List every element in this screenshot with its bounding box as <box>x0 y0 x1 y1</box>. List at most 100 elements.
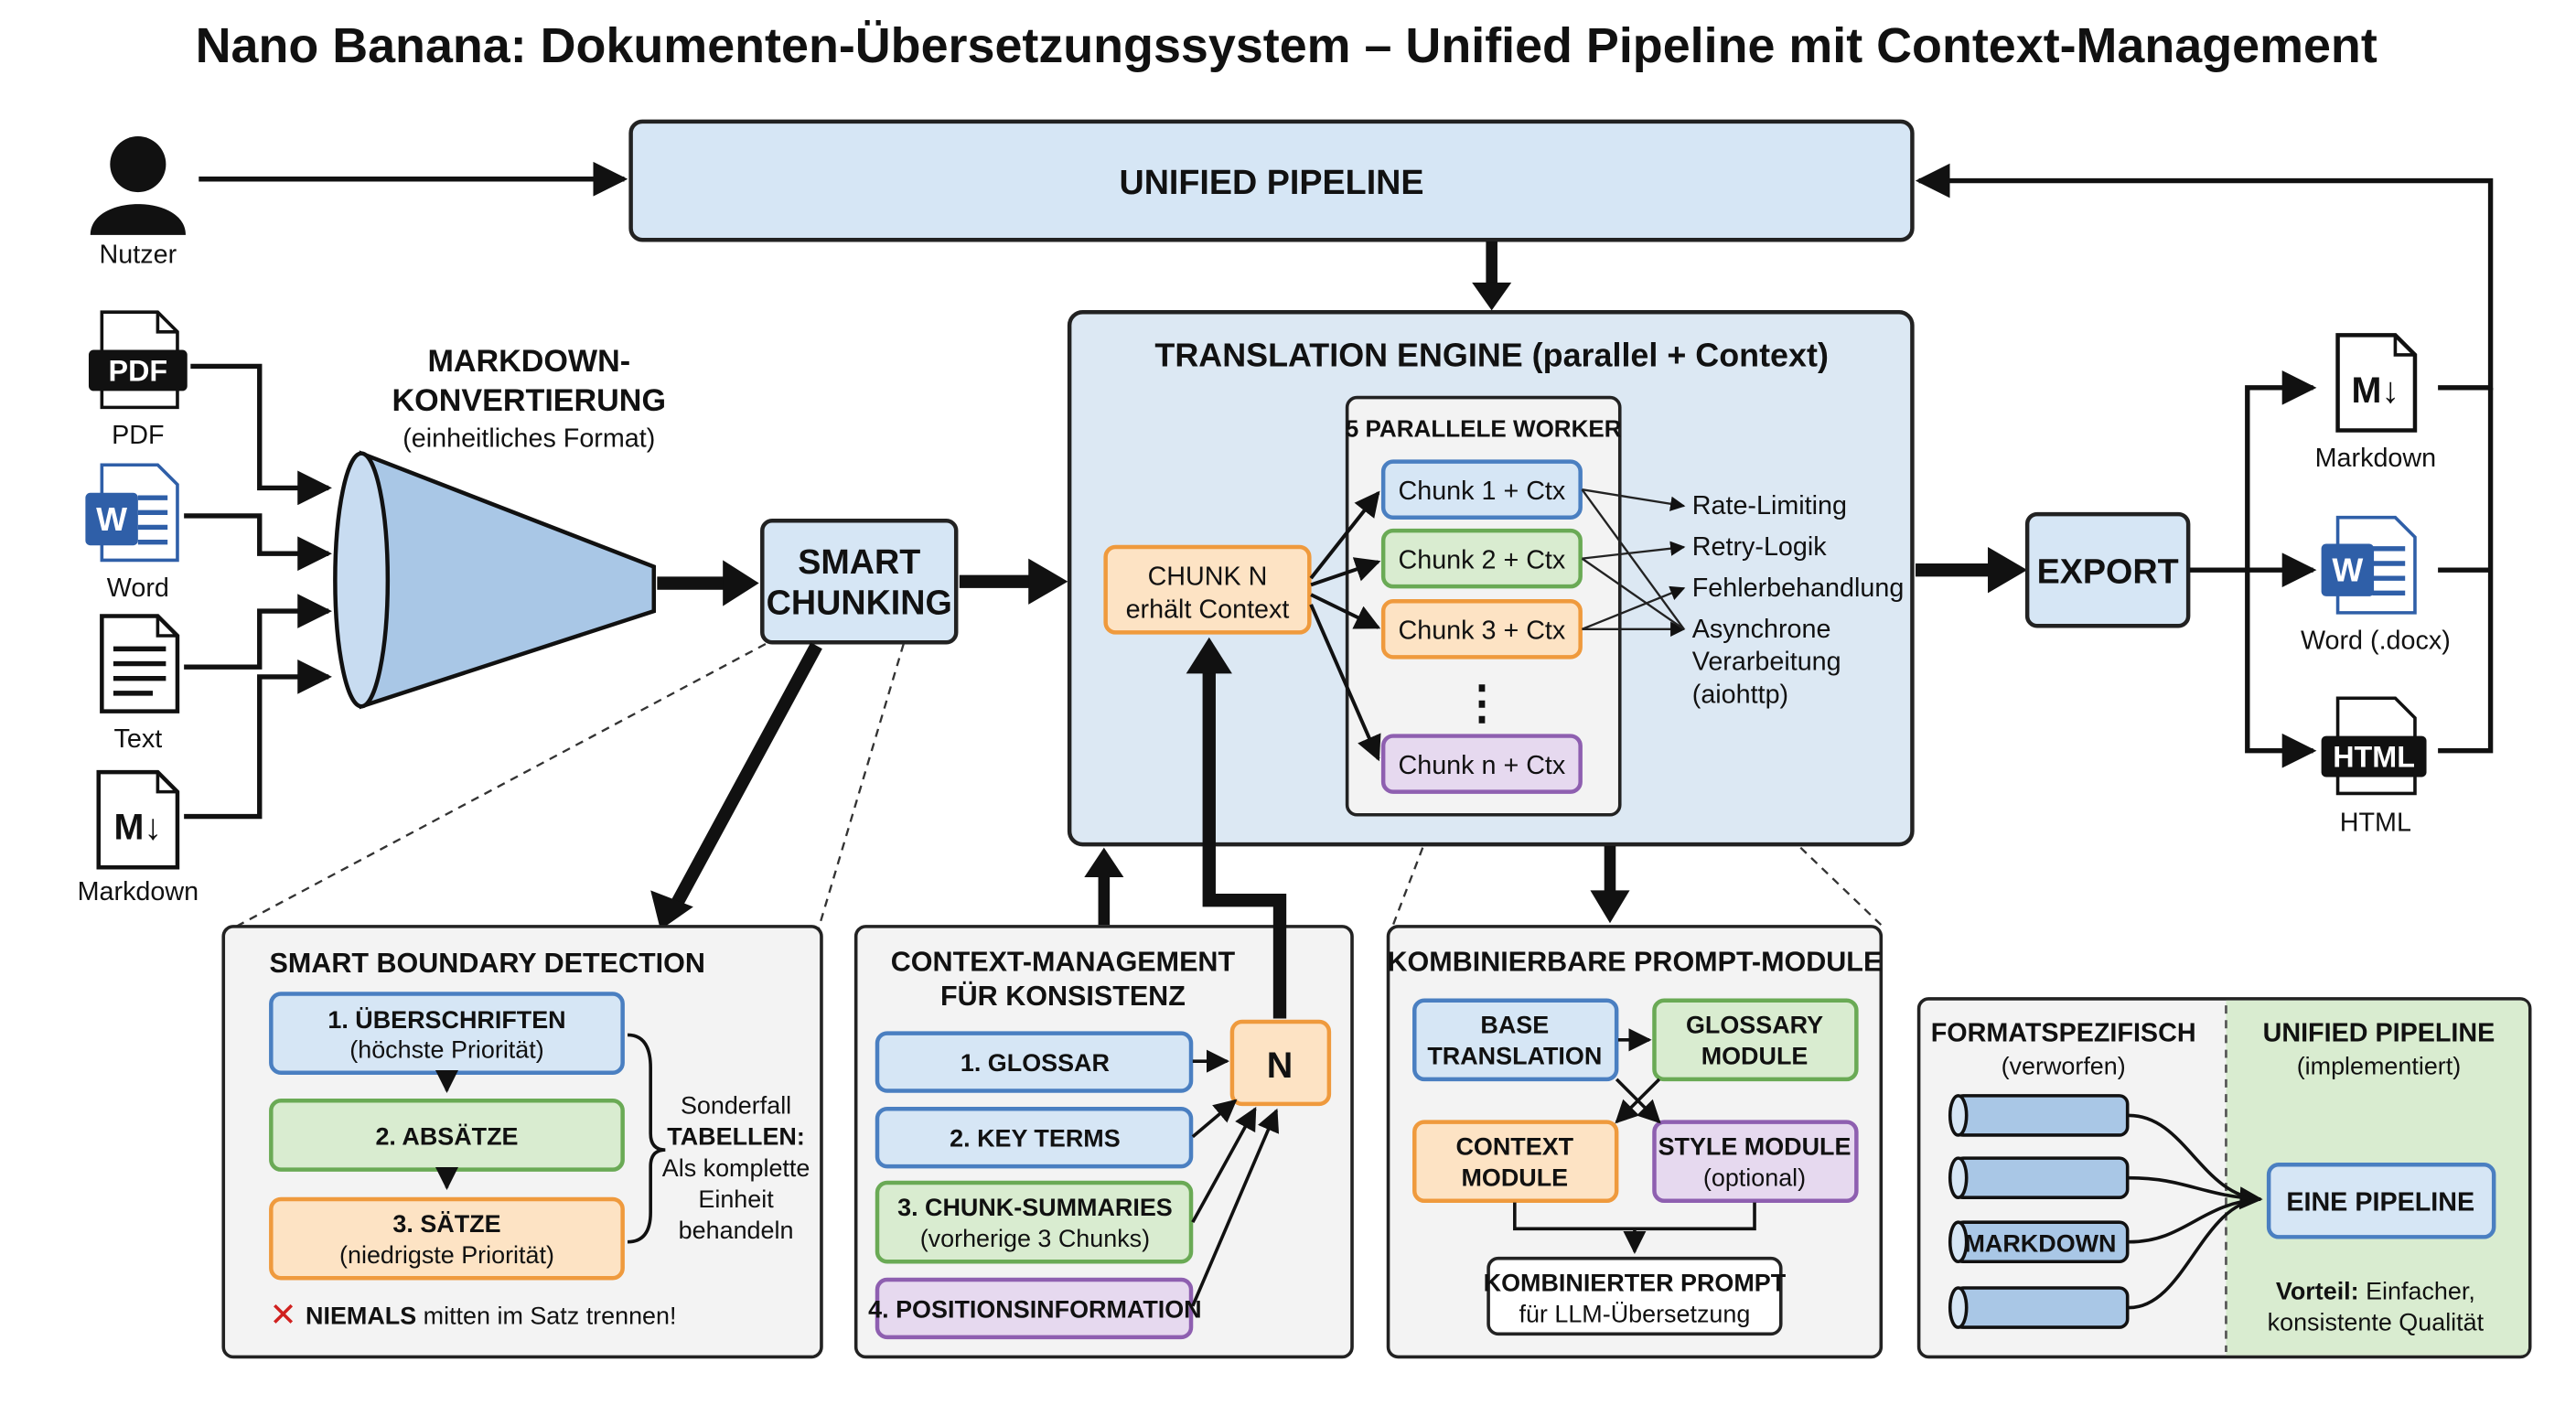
summaries-sub: (vorherige 3 Chunks) <box>920 1225 1150 1252</box>
summaries-box <box>875 1180 1194 1264</box>
discarded-pipes <box>1948 1094 2130 1329</box>
engine-title: TRANSLATION ENGINE (parallel + Context) <box>1154 336 1828 373</box>
combined-prompt-box <box>1487 1256 1783 1336</box>
position-box <box>875 1277 1194 1340</box>
context-to-n-arrows <box>1191 1049 1280 1307</box>
priority-bracket <box>627 1033 666 1244</box>
context-title-2: FÜR KONSISTENZ <box>940 980 1186 1012</box>
unified-pipeline-label: UNIFIED PIPELINE <box>1119 163 1423 201</box>
glossary-module-label: GLOSSARY <box>1686 1012 1823 1039</box>
chunk-2-box <box>1380 528 1583 589</box>
unified-pipeline-bar <box>628 119 1915 242</box>
pdf-label: PDF <box>112 421 164 450</box>
prompt-title: KOMBINIERBARE PROMPT-MODULE <box>1388 946 1883 977</box>
svg-text:M↓: M↓ <box>2352 370 2400 411</box>
context-title: CONTEXT-MANAGEMENT <box>891 946 1236 977</box>
chunk-1-box <box>1380 459 1583 520</box>
feature-aiohttp: (aiohttp) <box>1692 681 1788 710</box>
fanout-arrows <box>1309 490 1381 762</box>
priority-headings-label: 1. ÜBERSCHRIFTEN <box>327 1006 565 1034</box>
export-arrows <box>1915 163 2494 768</box>
chunk-n-box <box>1103 544 1312 635</box>
export-html-label: HTML <box>2340 809 2411 838</box>
chunk-3-label: Chunk 3 + Ctx <box>1399 617 1566 646</box>
svg-text:W: W <box>2332 552 2363 589</box>
conversion-title: MARKDOWN- <box>427 344 630 379</box>
chunking-to-boundary-arrow <box>671 642 822 907</box>
word-file-icon: W <box>85 463 179 563</box>
text-label: Text <box>114 724 163 754</box>
chunk-n-label: CHUNK N <box>1148 562 1268 591</box>
glossary-box <box>875 1031 1194 1093</box>
chunk-n-worker-box <box>1380 734 1583 794</box>
svg-text:HTML: HTML <box>2333 741 2415 774</box>
n-label: N <box>1267 1046 1293 1086</box>
key-terms-box <box>875 1106 1194 1169</box>
workers-title: 5 PARALLELE WORKER <box>1346 415 1622 443</box>
export-word-label: Word (.docx) <box>2301 626 2451 655</box>
feature-async-2: Verarbeitung <box>1692 648 1841 677</box>
export-markdown-icon: M↓ <box>2335 333 2418 433</box>
context-module-label-2: MODULE <box>1461 1164 1568 1192</box>
text-file-icon <box>100 614 180 713</box>
special-case-4: Einheit <box>698 1185 774 1213</box>
chunk-3-box <box>1380 599 1583 660</box>
feature-error-handling: Fehlerbehandlung <box>1692 574 1905 603</box>
n-to-chunk-arrow <box>1202 665 1287 1019</box>
combined-prompt-label: KOMBINIERTER PROMPT <box>1484 1270 1787 1297</box>
n-box <box>1229 1019 1332 1107</box>
red-x-icon: ✕ <box>270 1295 297 1333</box>
priority-sentences-box <box>269 1196 625 1281</box>
priority-sentences-sub: (niedrigste Priorität) <box>339 1241 554 1269</box>
conversion-subtitle: (einheitliches Format) <box>402 424 655 453</box>
page-title: Nano Banana: Dokumenten-Übersetzungssyst… <box>196 18 2377 73</box>
export-word-icon: W <box>2321 515 2417 615</box>
special-case-3: Als komplette <box>662 1154 810 1182</box>
style-module-label-2: (optional) <box>1703 1164 1806 1192</box>
base-translation-box <box>1412 998 1619 1082</box>
format-right-title: UNIFIED PIPELINE <box>2263 1019 2496 1048</box>
one-pipeline-label: EINE PIPELINE <box>2286 1188 2474 1217</box>
chunk-1-label: Chunk 1 + Ctx <box>1399 477 1566 506</box>
chunk-2-label: Chunk 2 + Ctx <box>1399 545 1566 574</box>
boundary-title: SMART BOUNDARY DETECTION <box>270 948 705 979</box>
glossary-module-box <box>1652 998 1859 1082</box>
key-terms-label: 2. KEY TERMS <box>950 1125 1121 1153</box>
worker-feature-lines <box>1581 488 1686 638</box>
prompt-module-arrows <box>1513 1028 1756 1254</box>
priority-sentences-label: 3. SÄTZE <box>392 1210 500 1238</box>
input-arrows <box>184 363 332 820</box>
markdown-file-icon: M↓ <box>96 769 180 870</box>
user-label: Nutzer <box>100 240 177 269</box>
context-module-box <box>1412 1120 1619 1204</box>
conversion-title-2: KONVERTIERUNG <box>392 383 666 418</box>
priority-headings-sub: (höchste Priorität) <box>349 1036 543 1064</box>
pipes-merge-arrows <box>2129 1113 2263 1310</box>
export-box <box>2024 511 2191 628</box>
advantage-line-2: konsistente Qualität <box>2268 1309 2485 1336</box>
advantage-line-1: Vorteil: Einfacher, <box>2276 1278 2475 1305</box>
priority-paragraphs-label: 2. ABSÄTZE <box>375 1123 518 1151</box>
combined-prompt-sub: für LLM-Übersetzung <box>1519 1301 1750 1328</box>
style-module-label: STYLE MODULE <box>1658 1133 1852 1161</box>
smart-chunking-label: SMART <box>798 542 920 581</box>
format-left-title: FORMATSPEZIFISCH <box>1931 1019 2196 1048</box>
summaries-label: 3. CHUNK-SUMMARIES <box>897 1194 1173 1221</box>
format-left-sub: (verworfen) <box>2002 1053 2126 1080</box>
one-pipeline-box <box>2266 1163 2496 1239</box>
export-label: EXPORT <box>2037 552 2179 591</box>
context-module-label: CONTEXT <box>1455 1133 1573 1161</box>
more-workers-dots: ⋮ <box>1459 676 1505 728</box>
smart-chunking-label-2: CHUNKING <box>767 584 952 622</box>
chunk-n-label-2: erhält Context <box>1126 595 1290 624</box>
special-case-5: behandeln <box>679 1217 794 1244</box>
export-markdown-label: Markdown <box>2315 444 2436 473</box>
pdf-file-icon: PDF <box>88 310 188 410</box>
export-html-icon: HTML <box>2321 696 2427 796</box>
never-split-note: NIEMALS mitten im Satz trennen! <box>306 1302 676 1329</box>
glossary-module-label-2: MODULE <box>1701 1043 1809 1070</box>
glossary-label: 1. GLOSSAR <box>961 1049 1110 1077</box>
markdown-pipe-label: MARKDOWN <box>1965 1229 2117 1257</box>
markdown-label: Markdown <box>78 877 199 906</box>
